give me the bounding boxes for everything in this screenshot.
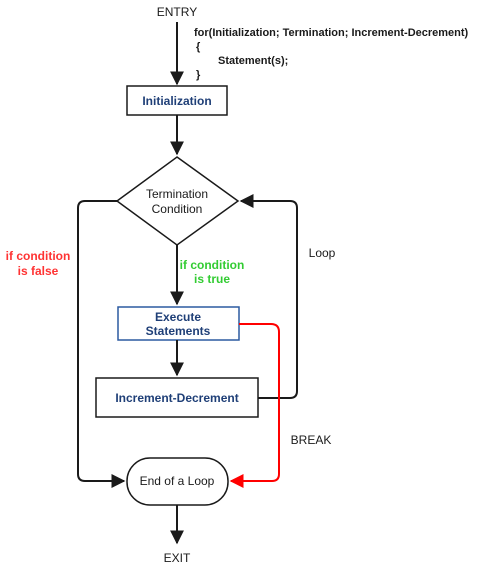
- break-label: BREAK: [291, 433, 332, 447]
- code-line-4: }: [196, 69, 201, 81]
- execute-label-line1: Execute: [155, 310, 201, 324]
- code-line-1: for(Initialization; Termination; Increme…: [194, 27, 469, 39]
- code-line-2: {: [196, 41, 201, 53]
- false-label-line1: if condition: [6, 249, 71, 263]
- increment-decrement-box: [95, 377, 259, 418]
- termination-label-line2: Condition: [152, 202, 203, 216]
- code-line-3: Statement(s);: [218, 55, 288, 67]
- termination-condition-diamond: [115, 156, 240, 246]
- edge-break: [229, 323, 280, 488]
- initialization-label: Initialization: [142, 94, 211, 108]
- loop-label: Loop: [309, 246, 336, 260]
- edge-loop-back: [239, 194, 298, 399]
- end-of-loop-label: End of a Loop: [140, 474, 215, 488]
- increment-label: Increment-Decrement: [115, 391, 238, 405]
- false-label-line2: is false: [18, 264, 59, 278]
- edge-false-branch: [77, 200, 126, 488]
- exit-label: EXIT: [164, 551, 191, 565]
- entry-label: ENTRY: [157, 5, 197, 19]
- true-label-line1: if condition: [180, 258, 245, 272]
- execute-label-line2: Statements: [146, 324, 211, 338]
- termination-label-line1: Termination: [146, 187, 208, 201]
- execute-statements-box: [117, 306, 240, 341]
- true-label-line2: is true: [194, 272, 230, 286]
